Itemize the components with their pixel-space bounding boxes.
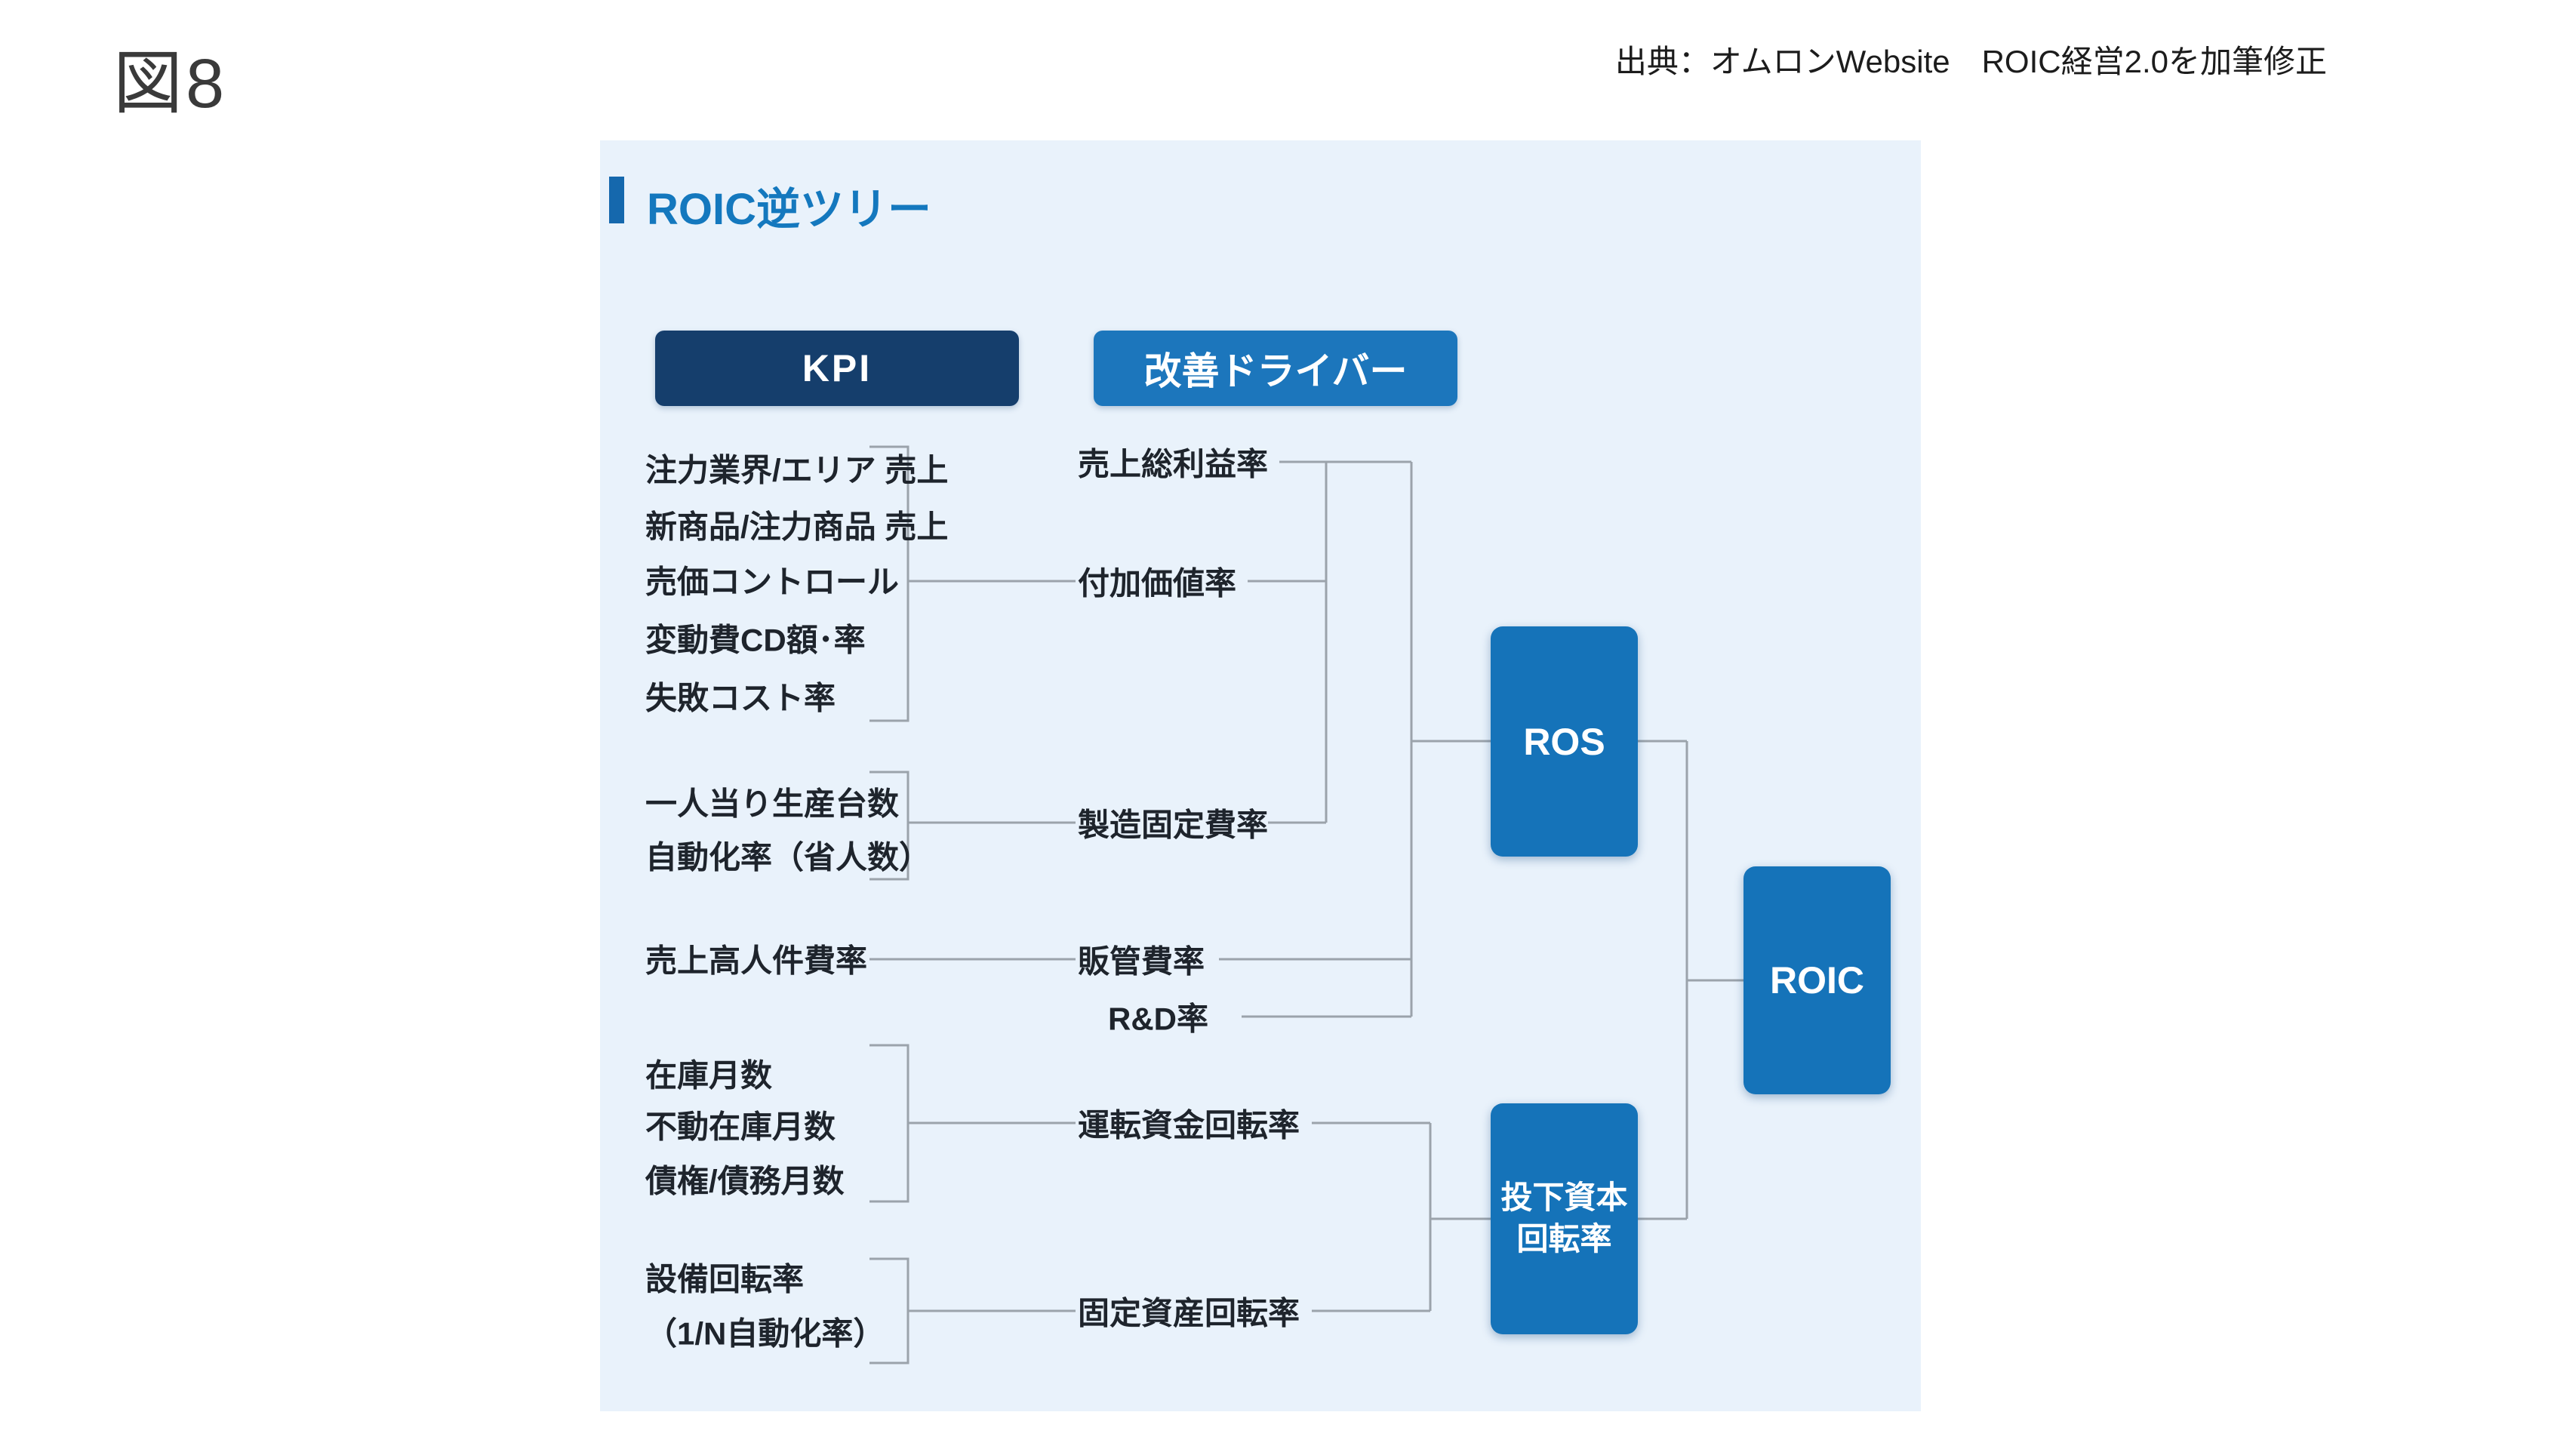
node-ros: ROS [1491, 626, 1638, 857]
title-accent-bar [609, 177, 624, 223]
column-header-driver: 改善ドライバー [1094, 331, 1457, 406]
driver-item: 運転資金回転率 [1078, 1107, 1300, 1143]
kpi-item: 新商品/注力商品 売上 [645, 509, 949, 545]
driver-item: 付加価値率 [1078, 565, 1237, 601]
kpi-item: （1/N自動化率） [645, 1315, 885, 1352]
kpi-item: 注力業界/エリア 売上 [645, 452, 949, 488]
kpi-item: 自動化率（省人数） [645, 839, 931, 875]
source-caption: 出典：オムロンWebsite ROIC経営2.0を加筆修正 [1614, 44, 2327, 79]
figure-label: 図8 [113, 45, 228, 122]
driver-item: 固定資産回転率 [1078, 1295, 1300, 1331]
roic-tree-panel: ROIC逆ツリー KPI 改善ドライバー 注力業界/エリア 売上 新商品/注力商… [600, 140, 1921, 1411]
panel-title: ROIC逆ツリー [647, 185, 932, 234]
kpi-item: 一人当り生産台数 [645, 786, 900, 822]
driver-item: 売上総利益率 [1078, 446, 1269, 482]
driver-item: R&D率 [1108, 1001, 1208, 1037]
kpi-item: 失敗コスト率 [645, 680, 836, 716]
kpi-item: 債権/債務月数 [645, 1163, 845, 1199]
kpi-item: 設備回転率 [645, 1261, 805, 1297]
driver-item: 販管費率 [1078, 943, 1205, 980]
column-header-kpi: KPI [655, 331, 1019, 406]
connector-lines [869, 445, 1743, 1364]
node-invested-capital-turnover: 投下資本回転率 [1491, 1103, 1638, 1334]
kpi-item: 在庫月数 [645, 1057, 773, 1094]
driver-item: 製造固定費率 [1078, 807, 1269, 843]
kpi-item: 不動在庫月数 [645, 1109, 836, 1145]
node-roic: ROIC [1743, 866, 1891, 1094]
kpi-item: 売価コントロール [645, 564, 900, 600]
kpi-item: 変動費CD額･率 [645, 622, 866, 658]
kpi-item: 売上高人件費率 [645, 943, 868, 979]
